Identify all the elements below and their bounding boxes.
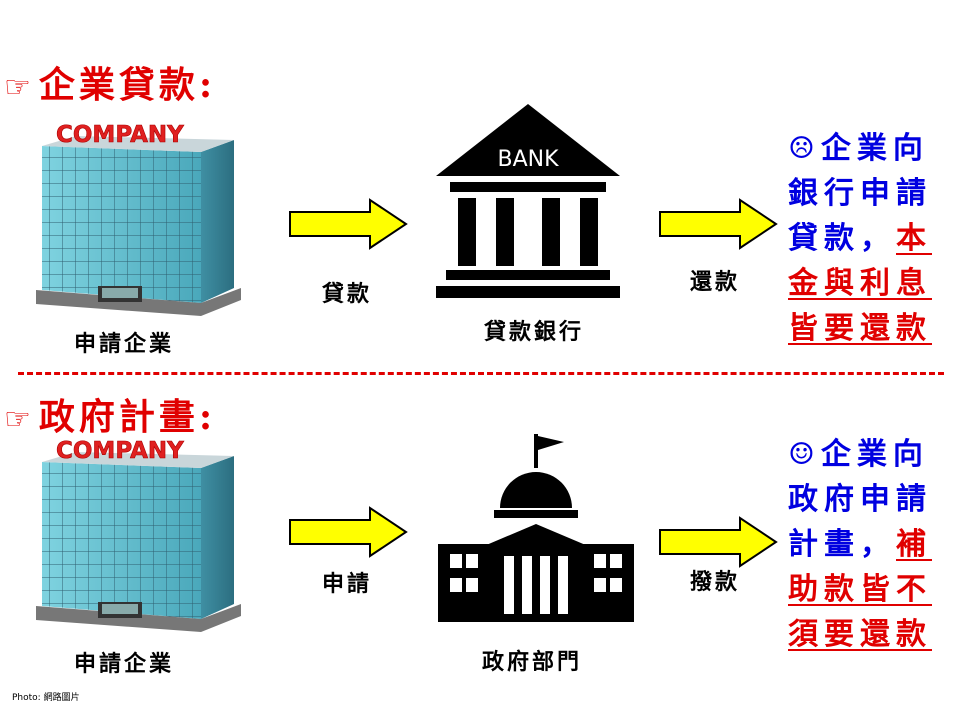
loan-note-prefix: 企業向銀行申請貸款， (788, 131, 932, 256)
gov-arrow2-label: 撥款 (690, 569, 741, 595)
right-arrow-icon (659, 198, 778, 250)
loan-arrow1-label: 貸款 (322, 281, 373, 307)
loan-heading: ☞企業貸款: (4, 56, 216, 108)
gov-arrow1-label: 申請 (322, 571, 373, 597)
right-arrow-icon (659, 516, 778, 568)
section-divider (18, 372, 944, 375)
loan-arrow2-label: 還款 (690, 269, 741, 295)
gov-company-caption: 申請企業 (74, 651, 175, 677)
company-building-icon: COMPANY (36, 122, 241, 316)
loan-heading-text: 企業貸款: (38, 64, 217, 106)
loan-note: ☹企業向銀行申請貸款，本金與利息皆要還款 (788, 126, 948, 351)
bank-icon: BANK (436, 104, 620, 298)
gov-note-prefix: 企業向政府申請計畫， (788, 437, 932, 562)
bank-sign-text: BANK (497, 147, 559, 172)
company-sign-text: COMPANY (56, 438, 184, 464)
company-building-icon: COMPANY (36, 438, 241, 632)
frown-face-icon: ☹ (788, 131, 821, 166)
right-arrow-icon (289, 198, 408, 250)
right-arrow-icon (289, 506, 408, 558)
photo-credit: Photo: 網路圖片 (12, 693, 80, 703)
gov-heading-text: 政府計畫: (38, 396, 217, 438)
bank-caption: 貸款銀行 (484, 319, 585, 345)
loan-company-caption: 申請企業 (74, 331, 175, 357)
gov-caption: 政府部門 (482, 649, 583, 675)
smile-face-icon: ☺ (788, 437, 821, 472)
pointing-hand-icon: ☞ (4, 402, 35, 437)
gov-note-emphasis: 補助款皆不須要還款 (788, 527, 932, 652)
gov-heading: ☞政府計畫: (4, 388, 216, 440)
gov-note: ☺企業向政府申請計畫，補助款皆不須要還款 (788, 432, 948, 657)
company-sign-text: COMPANY (56, 122, 184, 148)
loan-note-emphasis: 本金與利息皆要還款 (788, 221, 932, 346)
government-building-icon (438, 434, 634, 622)
pointing-hand-icon: ☞ (4, 70, 35, 105)
